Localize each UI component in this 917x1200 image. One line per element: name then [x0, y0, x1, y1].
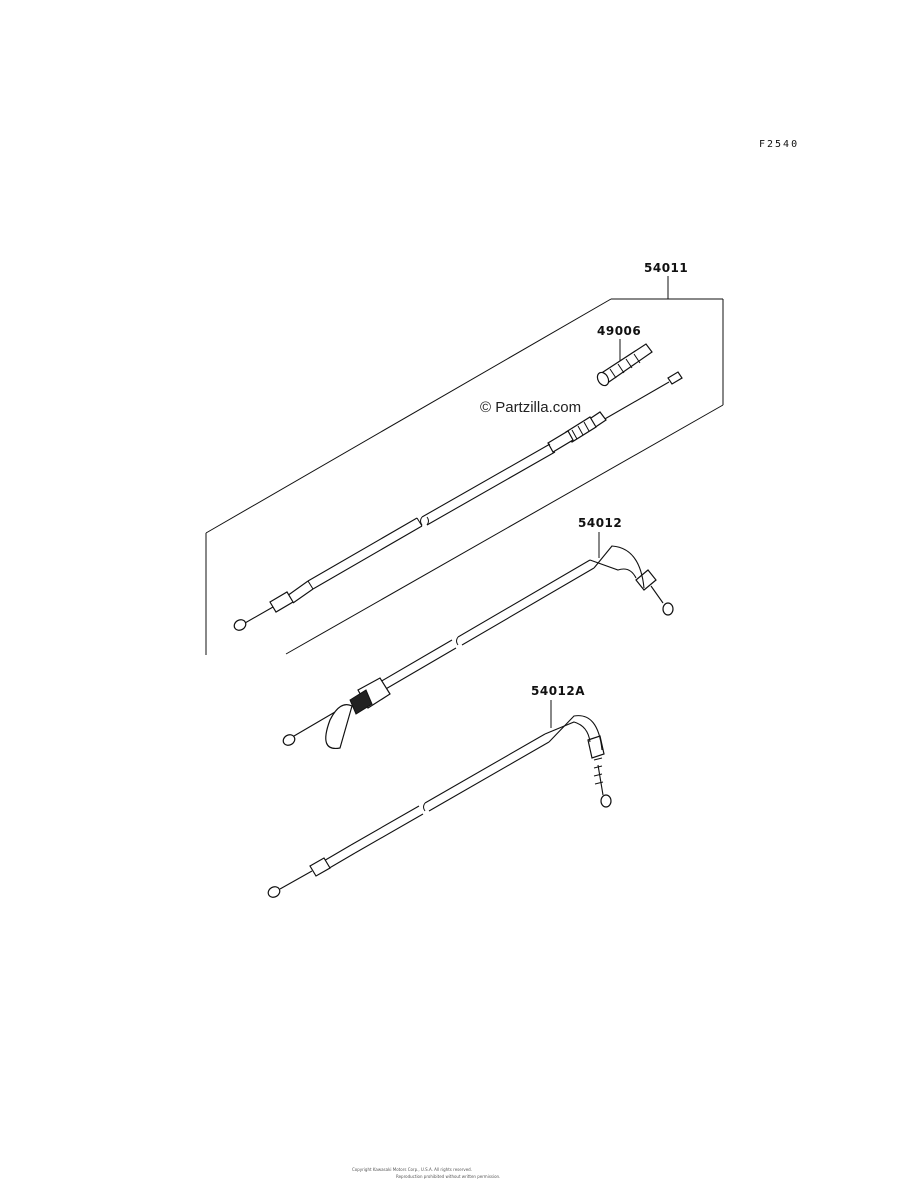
part-label-54012a[interactable]: 54012A — [531, 684, 585, 698]
part-label-54011[interactable]: 54011 — [644, 261, 688, 275]
watermark: © Partzilla.com — [480, 399, 581, 416]
part-54012a-cable — [267, 700, 612, 898]
part-49006-boot — [596, 339, 653, 387]
part-54011-cable — [233, 371, 683, 631]
figure-code: F2540 — [759, 139, 799, 150]
part-label-49006[interactable]: 49006 — [597, 324, 641, 338]
part-label-54012[interactable]: 54012 — [578, 516, 622, 530]
group-bracket-54011 — [205, 276, 724, 655]
copyright-line-1: Copyright Kawasaki Motors Corp., U.S.A. … — [352, 1167, 472, 1172]
copyright-line-2: Reproduction prohibited without written … — [396, 1174, 500, 1179]
part-54012-cable — [282, 532, 674, 750]
